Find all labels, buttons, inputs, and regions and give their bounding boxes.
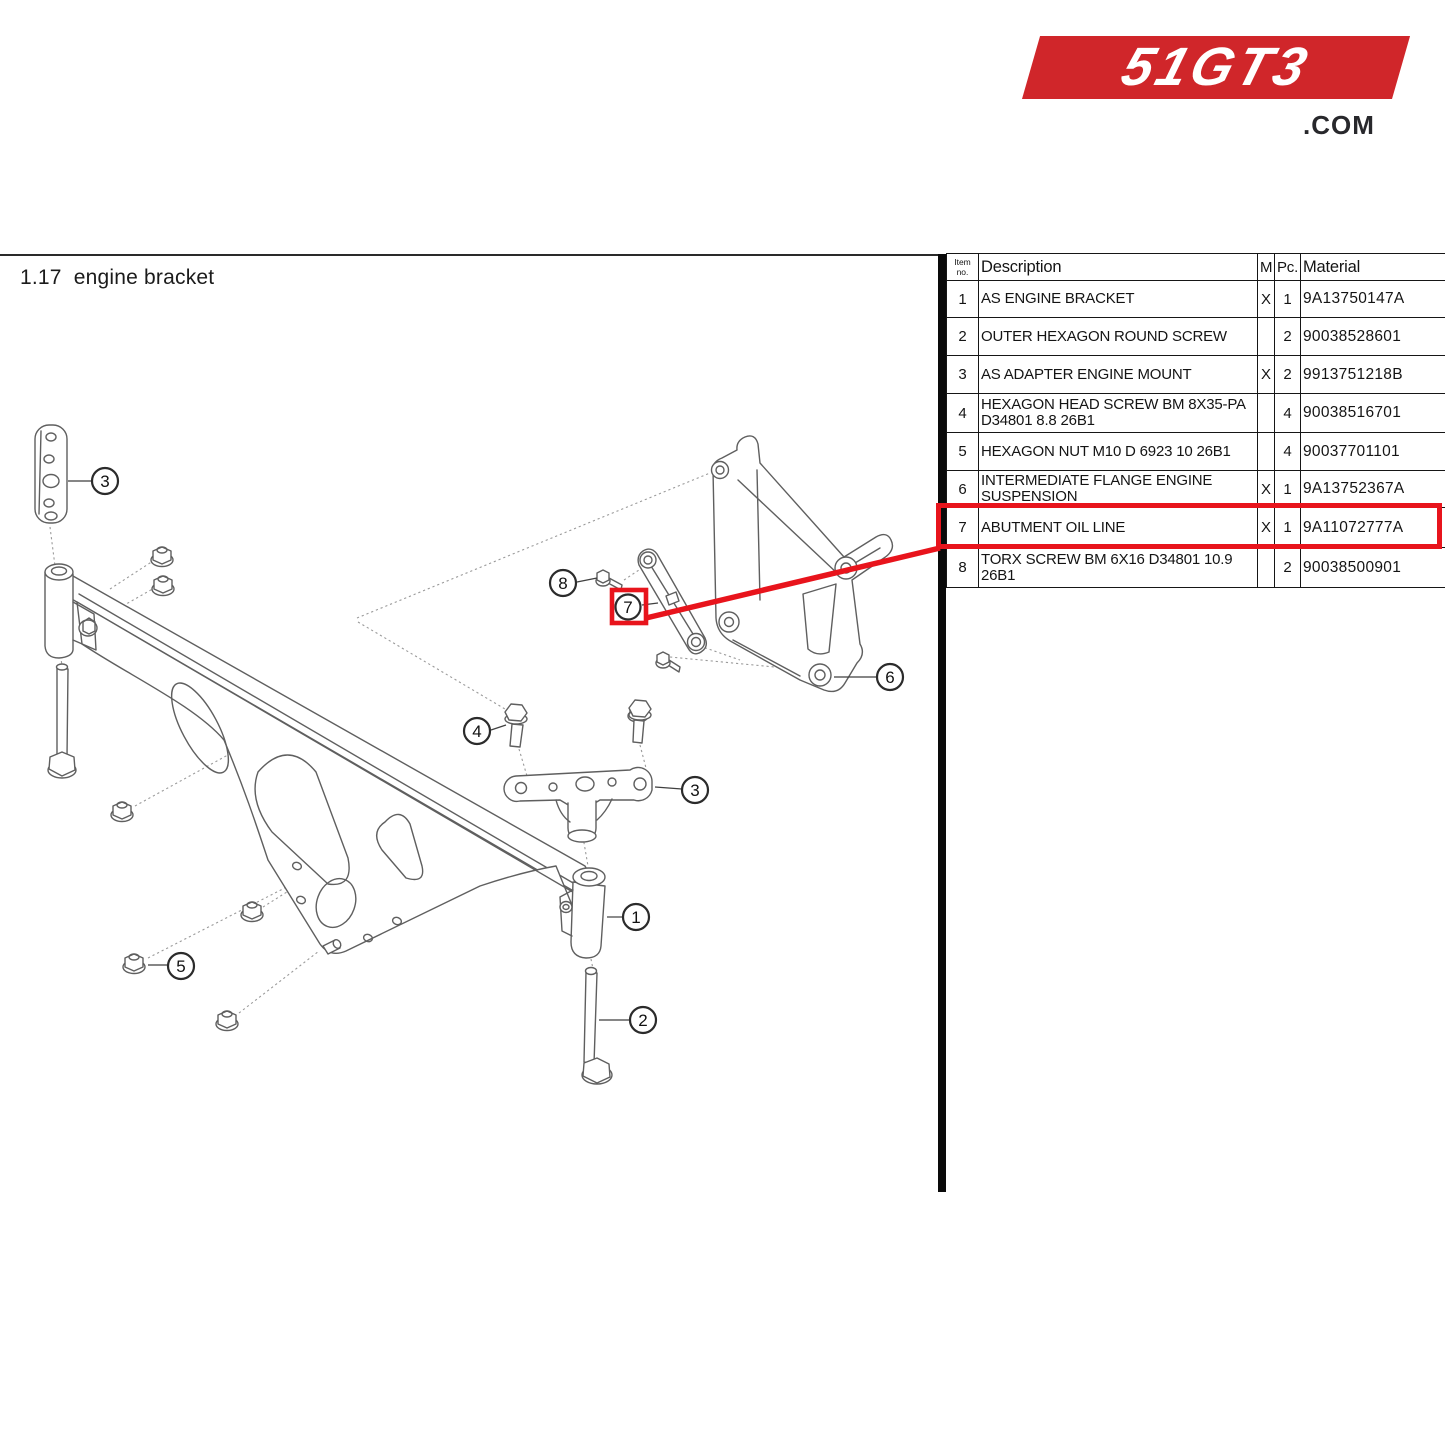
cell-m: X — [1257, 355, 1275, 394]
cell-m — [1257, 547, 1275, 588]
table-row: 4 HEXAGON HEAD SCREW BM 8X35-PA D34801 8… — [946, 393, 1445, 433]
table-row: 5 HEXAGON NUT M10 D 6923 10 26B1 4 90037… — [946, 432, 1445, 471]
part-long-bolt-left — [47, 663, 77, 779]
part-torx-screws — [595, 569, 681, 673]
header-pc: Pc. — [1274, 253, 1301, 281]
horizontal-divider — [0, 254, 945, 256]
cell-m: X — [1257, 507, 1275, 548]
part-adapter-plate-upper — [34, 424, 68, 524]
table-header-row: Item no. Description M Pc. Material — [946, 253, 1445, 281]
cell-material: 9A13752367A — [1300, 470, 1445, 508]
cell-pc: 4 — [1274, 393, 1301, 433]
callout-6: 6 — [875, 662, 905, 692]
callout-1: 1 — [621, 902, 651, 932]
svg-text:7: 7 — [623, 598, 632, 617]
cell-item: 7 — [946, 507, 979, 548]
part-engine-bracket — [44, 563, 606, 959]
cell-m — [1257, 393, 1275, 433]
cell-description: AS ADAPTER ENGINE MOUNT — [978, 355, 1258, 394]
site-logo: 51GT3 — [1022, 36, 1411, 99]
part-hex-head-screws — [504, 699, 652, 748]
logo-brand-text: 51GT3 — [1115, 37, 1318, 97]
parts-table: Item no. Description M Pc. Material 1 AS… — [946, 253, 1445, 588]
part-abutment-oil-line — [637, 548, 708, 655]
highlight-leader-line — [645, 545, 941, 621]
header-m: M — [1257, 253, 1275, 281]
logo-tld-text: .COM — [1303, 110, 1375, 140]
cell-pc: 1 — [1274, 280, 1301, 318]
cell-item: 3 — [946, 355, 979, 394]
cell-material: 9A13750147A — [1300, 280, 1445, 318]
cell-pc: 2 — [1274, 317, 1301, 356]
svg-text:5: 5 — [176, 957, 185, 976]
cell-material: 9913751218B — [1300, 355, 1445, 394]
header-description: Description — [978, 253, 1258, 281]
cell-material: 90038528601 — [1300, 317, 1445, 356]
cell-item: 1 — [946, 280, 979, 318]
callout-7: 7 — [614, 593, 642, 621]
header-item-no: Item no. — [946, 253, 979, 281]
table-row: 8 TORX SCREW BM 6X16 D34801 10.9 26B1 2 … — [946, 547, 1445, 588]
cell-pc: 2 — [1274, 355, 1301, 394]
page-title: 1.17 engine bracket — [20, 266, 215, 289]
table-row: 3 AS ADAPTER ENGINE MOUNT X 2 9913751218… — [946, 355, 1445, 394]
cell-description: AS ENGINE BRACKET — [978, 280, 1258, 318]
cell-pc: 1 — [1274, 507, 1301, 548]
highlight-callout-box — [609, 587, 649, 626]
svg-text:4: 4 — [472, 722, 481, 741]
assembly-axis-lines — [49, 472, 807, 1014]
cell-description: TORX SCREW BM 6X16 D34801 10.9 26B1 — [978, 547, 1258, 588]
callout-2: 2 — [628, 1005, 658, 1035]
callouts: 3 8 7 6 4 3 1 5 2 — [90, 466, 905, 1035]
header-material: Material — [1300, 253, 1445, 281]
svg-text:6: 6 — [885, 668, 894, 687]
callout-3-lower: 3 — [680, 775, 710, 805]
callout-leader-lines — [68, 480, 877, 1021]
logo-parallelogram: 51GT3 — [1022, 36, 1411, 99]
part-intermediate-flange — [710, 435, 894, 693]
cell-pc: 2 — [1274, 547, 1301, 588]
cell-material: 90037701101 — [1300, 432, 1445, 471]
svg-text:2: 2 — [638, 1011, 647, 1030]
table-row: 1 AS ENGINE BRACKET X 1 9A13750147A — [946, 280, 1445, 318]
cell-material: 9A11072777A — [1300, 507, 1445, 548]
cell-description: ABUTMENT OIL LINE — [978, 507, 1258, 548]
cell-item: 8 — [946, 547, 979, 588]
cell-pc: 4 — [1274, 432, 1301, 471]
svg-text:3: 3 — [690, 781, 699, 800]
part-hex-nuts — [110, 546, 649, 1032]
cell-item: 5 — [946, 432, 979, 471]
vertical-divider-bar — [938, 254, 946, 1192]
cell-description: INTERMEDIATE FLANGE ENGINE SUSPENSION — [978, 470, 1258, 508]
cell-description: HEXAGON HEAD SCREW BM 8X35-PA D34801 8.8… — [978, 393, 1258, 433]
part-long-bolt-right — [581, 966, 613, 1085]
cell-description: OUTER HEXAGON ROUND SCREW — [978, 317, 1258, 356]
part-adapter-engine-mount — [503, 766, 653, 843]
svg-text:1: 1 — [631, 908, 640, 927]
cell-item: 6 — [946, 470, 979, 508]
callout-3-upper: 3 — [90, 466, 120, 496]
callout-8: 8 — [548, 568, 578, 598]
cell-item: 2 — [946, 317, 979, 356]
cell-description: HEXAGON NUT M10 D 6923 10 26B1 — [978, 432, 1258, 471]
table-row-highlighted: 7 ABUTMENT OIL LINE X 1 9A11072777A — [946, 507, 1445, 548]
cell-m — [1257, 432, 1275, 471]
svg-text:8: 8 — [558, 574, 567, 593]
cell-item: 4 — [946, 393, 979, 433]
cell-m — [1257, 317, 1275, 356]
table-row: 6 INTERMEDIATE FLANGE ENGINE SUSPENSION … — [946, 470, 1445, 508]
callout-4: 4 — [462, 716, 492, 746]
cell-m: X — [1257, 280, 1275, 318]
cell-m: X — [1257, 470, 1275, 508]
cell-pc: 1 — [1274, 470, 1301, 508]
svg-text:3: 3 — [100, 472, 109, 491]
table-row: 2 OUTER HEXAGON ROUND SCREW 2 9003852860… — [946, 317, 1445, 356]
highlight-link — [609, 545, 941, 626]
callout-5: 5 — [166, 951, 196, 981]
cell-material: 90038500901 — [1300, 547, 1445, 588]
cell-material: 90038516701 — [1300, 393, 1445, 433]
